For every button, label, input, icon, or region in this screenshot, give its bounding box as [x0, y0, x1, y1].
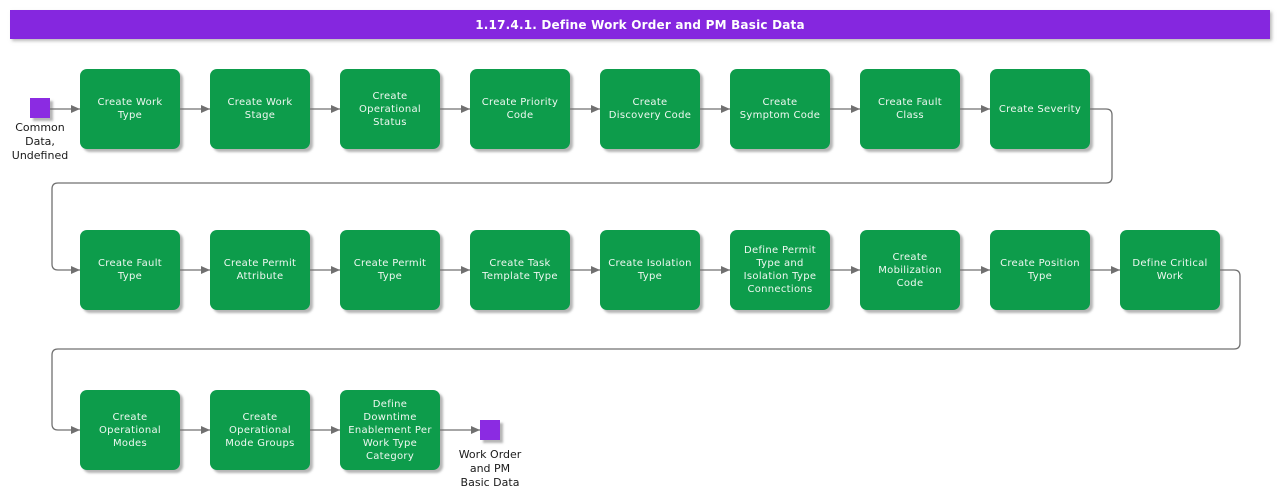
- task-box-create-operational-modes[interactable]: Create Operational Modes: [80, 390, 180, 470]
- task-box-create-task-template-type[interactable]: Create Task Template Type: [470, 230, 570, 310]
- title-bar: 1.17.4.1. Define Work Order and PM Basic…: [10, 10, 1270, 39]
- end-node-work-order-pm-basic-data[interactable]: [480, 420, 500, 440]
- task-box-create-mobilization-code[interactable]: Create Mobilization Code: [860, 230, 960, 310]
- task-box-create-discovery-code[interactable]: Create Discovery Code: [600, 69, 700, 149]
- task-box-create-work-stage[interactable]: Create Work Stage: [210, 69, 310, 149]
- page-title: 1.17.4.1. Define Work Order and PM Basic…: [475, 17, 805, 32]
- task-box-create-operational-status[interactable]: Create Operational Status: [340, 69, 440, 149]
- task-box-create-fault-type[interactable]: Create Fault Type: [80, 230, 180, 310]
- task-box-create-permit-type[interactable]: Create Permit Type: [340, 230, 440, 310]
- task-box-create-permit-attribute[interactable]: Create Permit Attribute: [210, 230, 310, 310]
- task-box-create-position-type[interactable]: Create Position Type: [990, 230, 1090, 310]
- task-box-define-downtime-enablement[interactable]: Define Downtime Enablement Per Work Type…: [340, 390, 440, 470]
- task-box-create-symptom-code[interactable]: Create Symptom Code: [730, 69, 830, 149]
- task-box-create-fault-class[interactable]: Create Fault Class: [860, 69, 960, 149]
- start-node-label: Common Data, Undefined: [11, 121, 69, 162]
- task-box-create-severity[interactable]: Create Severity: [990, 69, 1090, 149]
- task-box-define-permit-isolation-connections[interactable]: Define Permit Type and Isolation Type Co…: [730, 230, 830, 310]
- task-box-create-work-type[interactable]: Create Work Type: [80, 69, 180, 149]
- task-box-create-priority-code[interactable]: Create Priority Code: [470, 69, 570, 149]
- end-node-label: Work Order and PM Basic Data: [458, 448, 522, 489]
- start-node-common-data[interactable]: [30, 98, 50, 118]
- task-box-define-critical-work[interactable]: Define Critical Work: [1120, 230, 1220, 310]
- task-box-create-isolation-type[interactable]: Create Isolation Type: [600, 230, 700, 310]
- task-box-create-operational-mode-groups[interactable]: Create Operational Mode Groups: [210, 390, 310, 470]
